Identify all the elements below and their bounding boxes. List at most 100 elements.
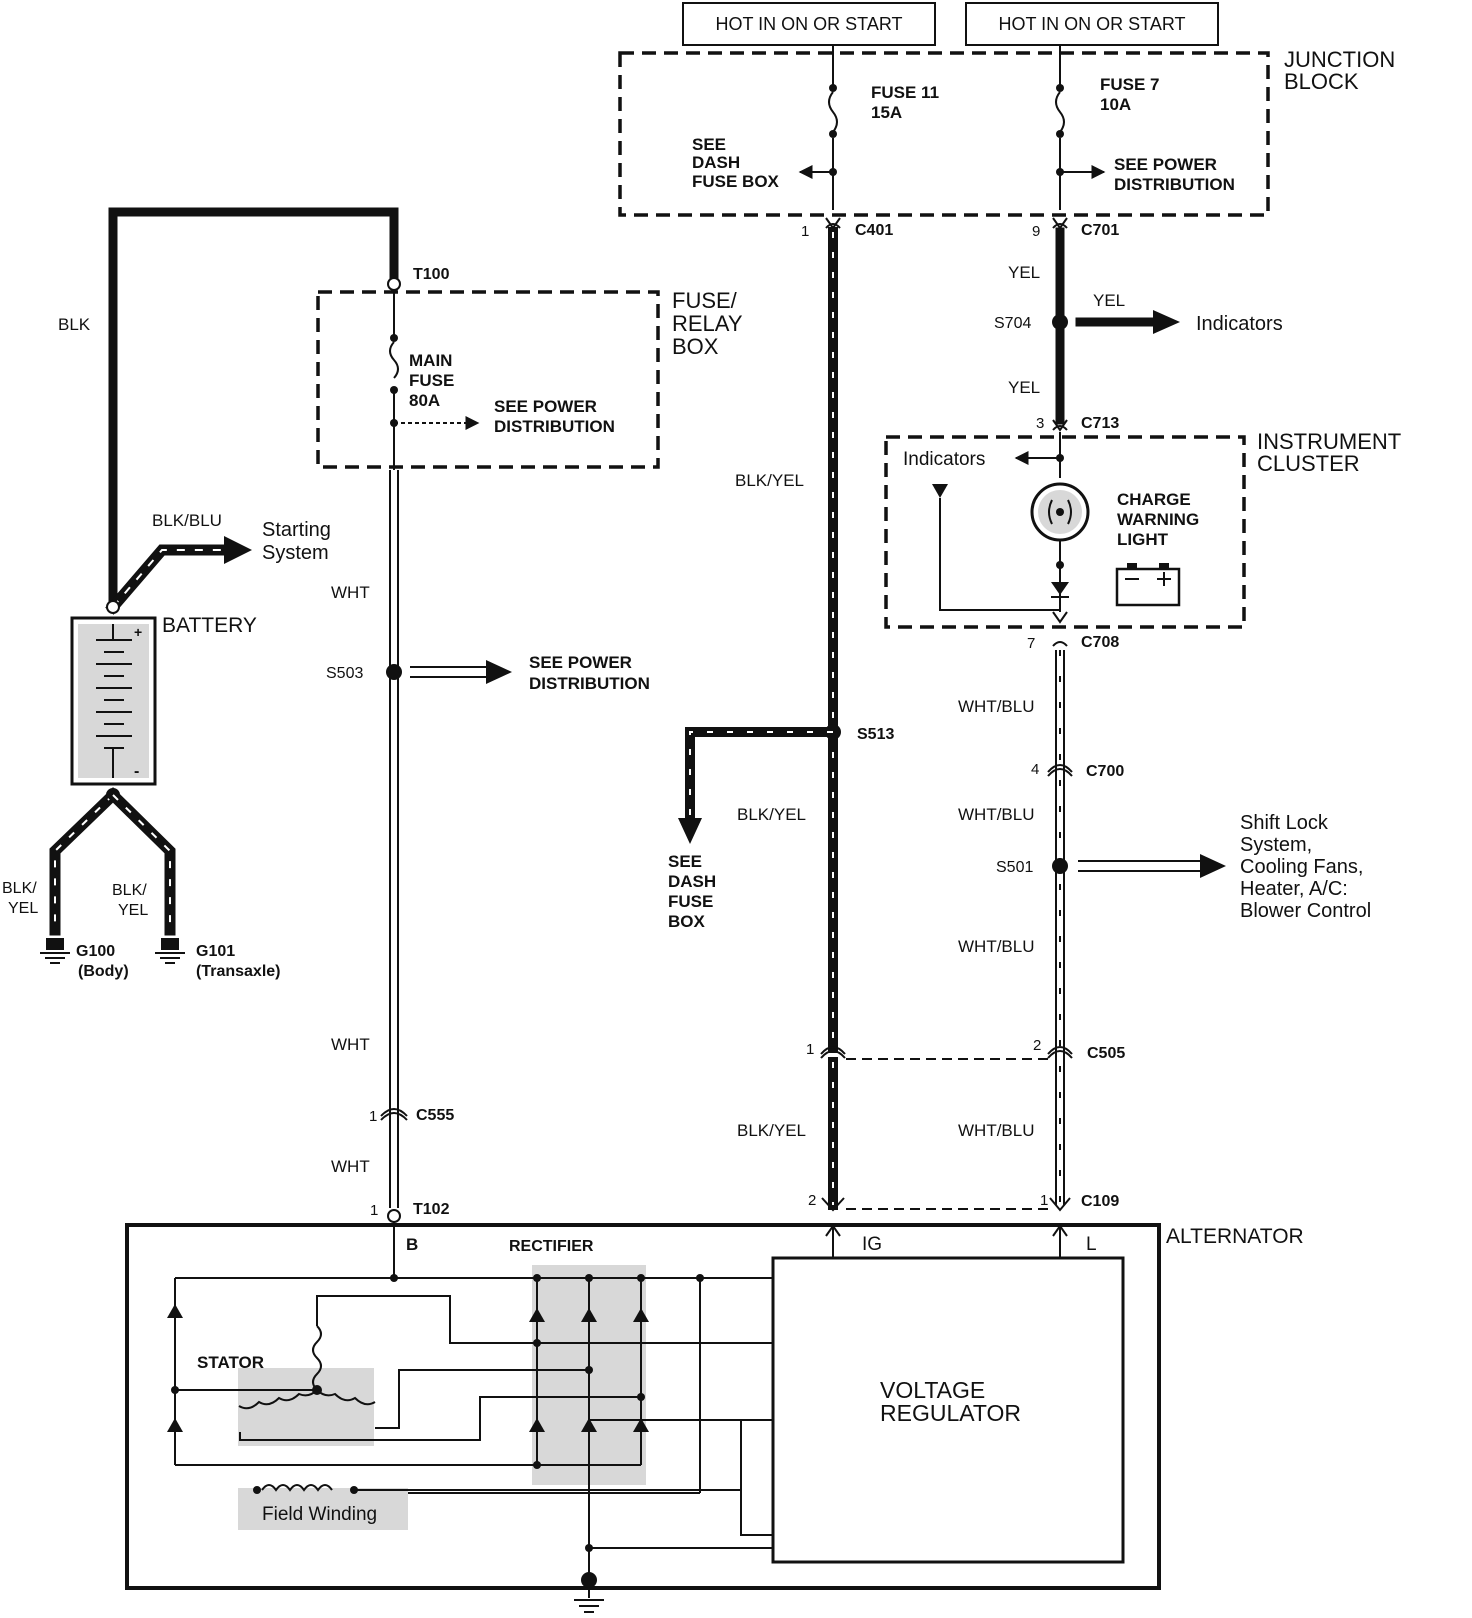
svg-text:FUSE 7: FUSE 7 bbox=[1100, 75, 1160, 94]
svg-text:VOLTAGE: VOLTAGE bbox=[880, 1377, 985, 1403]
svg-text:1: 1 bbox=[369, 1108, 377, 1125]
svg-text:CHARGE: CHARGE bbox=[1117, 490, 1191, 509]
svg-text:HOT IN ON OR START: HOT IN ON OR START bbox=[715, 14, 902, 34]
svg-text:Blower Control: Blower Control bbox=[1240, 900, 1371, 922]
svg-text:Indicators: Indicators bbox=[903, 449, 985, 470]
svg-text:Field Winding: Field Winding bbox=[262, 1504, 377, 1525]
svg-text:FUSE: FUSE bbox=[409, 371, 454, 390]
svg-text:BLK/: BLK/ bbox=[112, 882, 147, 899]
svg-text:SEE: SEE bbox=[668, 852, 702, 871]
charge-warning-light: CHARGE WARNING LIGHT bbox=[1030, 482, 1199, 612]
svg-text:15A: 15A bbox=[871, 103, 902, 122]
svg-text:C109: C109 bbox=[1081, 1193, 1119, 1210]
svg-text:C700: C700 bbox=[1086, 763, 1124, 780]
svg-text:10A: 10A bbox=[1100, 95, 1131, 114]
ground-g101: G101 (Transaxle) bbox=[155, 938, 280, 980]
svg-text:BLK: BLK bbox=[58, 315, 91, 334]
splice-s501: S501 Shift Lock System, Cooling Fans, He… bbox=[996, 812, 1371, 922]
cluster-indicators-arrow: Indicators bbox=[903, 432, 1064, 478]
svg-text:(Body): (Body) bbox=[78, 963, 129, 980]
svg-text:(Transaxle): (Transaxle) bbox=[196, 963, 280, 980]
svg-text:YEL: YEL bbox=[8, 900, 38, 917]
svg-text:C555: C555 bbox=[416, 1107, 454, 1124]
svg-text:STATOR: STATOR bbox=[197, 1353, 264, 1372]
svg-text:C505: C505 bbox=[1087, 1045, 1125, 1062]
svg-text:SEE POWER: SEE POWER bbox=[529, 653, 632, 672]
svg-text:DASH: DASH bbox=[668, 872, 716, 891]
splice-s503: S503 SEE POWER DISTRIBUTION bbox=[326, 653, 650, 693]
see-power-distribution-arrow-fuse: SEE POWER DISTRIBUTION bbox=[394, 397, 615, 436]
svg-text:3: 3 bbox=[1036, 415, 1044, 432]
svg-text:LIGHT: LIGHT bbox=[1117, 530, 1169, 549]
connector-c555: 1 C555 bbox=[369, 1107, 454, 1125]
svg-text:T100: T100 bbox=[413, 266, 450, 283]
svg-text:C401: C401 bbox=[855, 222, 893, 239]
svg-text:9: 9 bbox=[1032, 223, 1040, 240]
svg-text:1: 1 bbox=[1040, 1192, 1048, 1209]
svg-text:BLK/YEL: BLK/YEL bbox=[735, 471, 804, 490]
wire-wht-blu: WHT/BLU WHT/BLU WHT/BLU WHT/BLU bbox=[958, 650, 1065, 1205]
wire-blk: BLK bbox=[58, 207, 399, 612]
svg-text:S704: S704 bbox=[994, 315, 1031, 332]
svg-text:BLK/BLU: BLK/BLU bbox=[152, 511, 222, 530]
svg-text:WHT: WHT bbox=[331, 583, 370, 602]
svg-text:7: 7 bbox=[1027, 635, 1035, 652]
connector-c701: 9 C701 bbox=[1032, 217, 1119, 240]
svg-text:RECTIFIER: RECTIFIER bbox=[509, 1238, 594, 1255]
svg-text:ALTERNATOR: ALTERNATOR bbox=[1166, 1225, 1304, 1248]
terminal-b: B bbox=[393, 1222, 418, 1278]
svg-text:1: 1 bbox=[801, 223, 809, 240]
svg-text:YEL: YEL bbox=[1008, 378, 1040, 397]
svg-text:YEL: YEL bbox=[1008, 263, 1040, 282]
svg-text:FUSE/: FUSE/ bbox=[672, 288, 738, 313]
svg-text:C701: C701 bbox=[1081, 222, 1119, 239]
svg-text:RELAY: RELAY bbox=[672, 311, 743, 336]
svg-text:B: B bbox=[406, 1235, 418, 1254]
svg-text:Cooling Fans,: Cooling Fans, bbox=[1240, 856, 1363, 878]
rectifier: RECTIFIER bbox=[175, 1238, 773, 1598]
connector-c505-pin1: 1 bbox=[806, 1041, 846, 1059]
svg-text:80A: 80A bbox=[409, 391, 440, 410]
ground-g100: G100 (Body) bbox=[40, 938, 129, 980]
splice-s513: S513 SEE DASH FUSE BOX bbox=[668, 724, 894, 931]
svg-text:System: System bbox=[262, 542, 329, 564]
svg-text:S501: S501 bbox=[996, 859, 1033, 876]
svg-text:DISTRIBUTION: DISTRIBUTION bbox=[529, 674, 650, 693]
svg-text:BLK/YEL: BLK/YEL bbox=[737, 805, 806, 824]
svg-text:WHT: WHT bbox=[331, 1157, 370, 1176]
hot-label-left: HOT IN ON OR START bbox=[682, 2, 936, 46]
svg-text:Indicators: Indicators bbox=[1196, 313, 1283, 335]
svg-text:1: 1 bbox=[806, 1041, 814, 1058]
battery: + - BATTERY bbox=[70, 600, 257, 802]
svg-text:G101: G101 bbox=[196, 943, 235, 960]
instrument-cluster: INSTRUMENT CLUSTER bbox=[884, 429, 1401, 629]
terminal-l: L bbox=[1052, 1224, 1097, 1258]
svg-text:JUNCTION: JUNCTION bbox=[1284, 47, 1395, 72]
svg-text:Shift Lock: Shift Lock bbox=[1240, 812, 1329, 834]
regulator-links bbox=[252, 1419, 773, 1552]
main-fuse: MAIN FUSE 80A bbox=[389, 290, 454, 470]
fuse-relay-box: FUSE/ RELAY BOX bbox=[316, 288, 743, 469]
svg-text:MAIN: MAIN bbox=[409, 351, 452, 370]
voltage-regulator: VOLTAGE REGULATOR bbox=[771, 1256, 1125, 1564]
svg-text:IG: IG bbox=[862, 1234, 882, 1255]
svg-text:1: 1 bbox=[370, 1202, 378, 1219]
connector-c109: 1 C109 bbox=[1040, 1192, 1119, 1212]
svg-text:T102: T102 bbox=[413, 1201, 450, 1218]
svg-text:4: 4 bbox=[1031, 761, 1039, 778]
svg-text:SEE: SEE bbox=[692, 135, 726, 154]
connector-c109-pin2: 2 bbox=[808, 1192, 845, 1212]
wire-blk-yel: BLK/YEL BLK/YEL BLK/YEL bbox=[735, 227, 838, 1210]
svg-text:-: - bbox=[134, 763, 139, 780]
svg-text:DISTRIBUTION: DISTRIBUTION bbox=[494, 417, 615, 436]
svg-text:YEL: YEL bbox=[118, 902, 148, 919]
svg-text:DASH: DASH bbox=[692, 153, 740, 172]
svg-text:FUSE 11: FUSE 11 bbox=[871, 83, 939, 102]
field-winding: Field Winding bbox=[238, 1484, 741, 1530]
svg-text:REGULATOR: REGULATOR bbox=[880, 1400, 1021, 1426]
cluster-internal-circuit bbox=[932, 484, 1060, 611]
svg-text:FUSE BOX: FUSE BOX bbox=[692, 172, 780, 191]
connector-c401: 1 C401 bbox=[801, 217, 893, 240]
svg-text:BOX: BOX bbox=[672, 334, 719, 359]
svg-text:2: 2 bbox=[808, 1192, 816, 1209]
